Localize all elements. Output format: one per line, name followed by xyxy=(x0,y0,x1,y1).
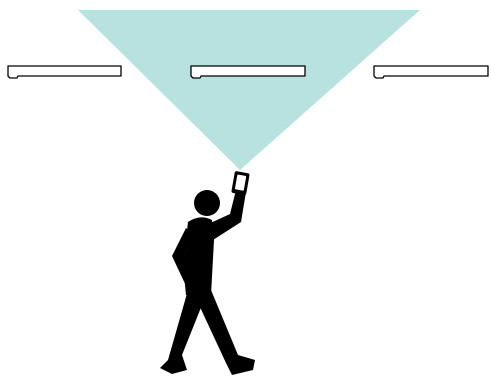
ceiling-light-left xyxy=(8,66,121,78)
ceiling-light-right xyxy=(374,66,488,78)
person-front-leg xyxy=(193,290,255,375)
light-cone xyxy=(78,10,420,170)
ceiling-light-center xyxy=(191,66,305,78)
person-walking-icon xyxy=(160,190,255,375)
smartphone-icon xyxy=(231,171,250,195)
person-head xyxy=(194,190,220,216)
